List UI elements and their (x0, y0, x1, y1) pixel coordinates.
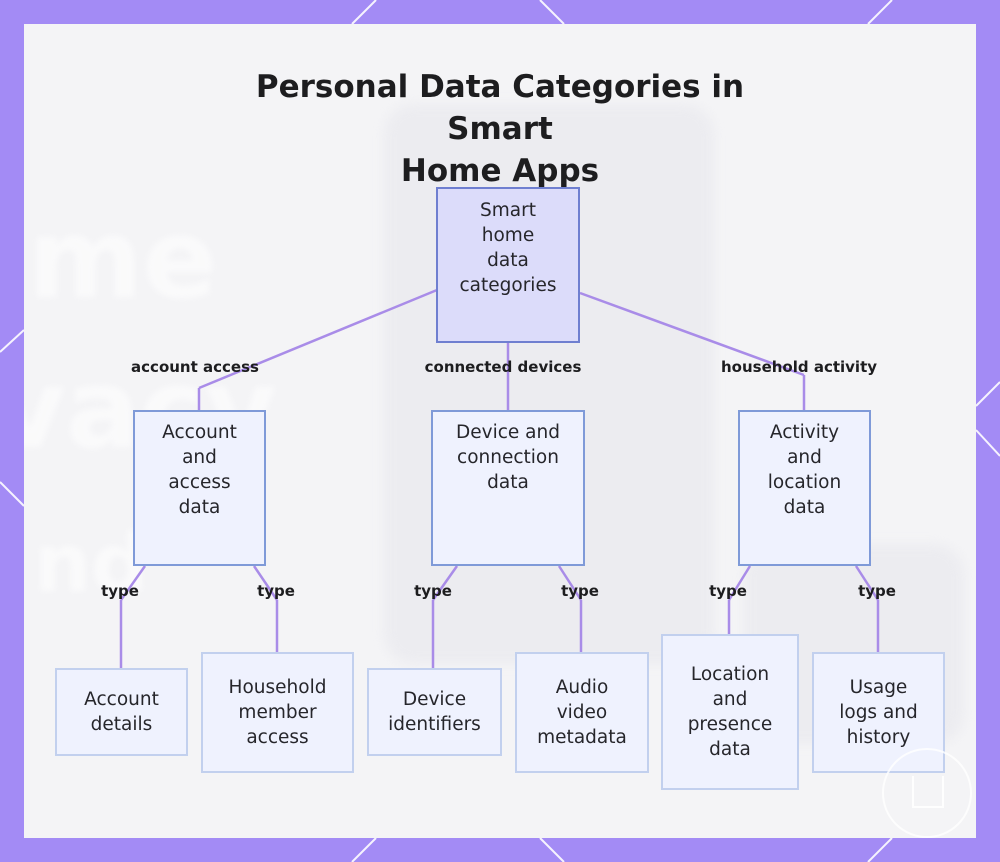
node-text-line: metadata (537, 727, 627, 748)
edge-label-type: type (561, 582, 599, 600)
edge-label-type: type (414, 582, 452, 600)
edge-device-audio (557, 565, 583, 601)
node-text-line: access (246, 727, 309, 748)
background-text: me (28, 195, 218, 323)
leaf-node-device-identifiers: Device identifiers (367, 668, 502, 756)
edge-activity-location (727, 565, 752, 601)
leaf-node-account-details: Account details (55, 668, 188, 756)
root-node: Smart home data categories (436, 187, 580, 343)
edge-account-household (252, 565, 279, 601)
house-lock-icon (882, 748, 972, 838)
edge-label-type: type (858, 582, 896, 600)
leaf-node-household-member-access: Household member access (201, 652, 354, 773)
leaf-node-audio-video-metadata: Audio video metadata (515, 652, 649, 773)
node-text-line: Account (162, 422, 237, 443)
node-text-line: Location (690, 664, 770, 685)
title-line: Personal Data Categories in Smart (255, 69, 745, 147)
title-line: Home Apps (400, 153, 600, 189)
node-text-line: Activity (769, 422, 840, 443)
edge-label-connected-devices: connected devices (424, 358, 582, 376)
node-text-line: video (556, 702, 608, 723)
node-text-line: member (238, 702, 317, 723)
node-text-line: home (481, 225, 535, 246)
node-text-line: and (712, 689, 748, 710)
node-text-line: Usage (849, 677, 908, 698)
node-text-line: Smart (480, 200, 536, 221)
node-text-line: access (168, 472, 231, 493)
node-text-line: and (182, 447, 217, 468)
edge-label-type: type (709, 582, 747, 600)
node-text-line: Device (402, 689, 467, 710)
node-text-line: details (90, 714, 153, 735)
node-text-line: categories (459, 275, 557, 296)
edge-activity-usage (854, 565, 880, 601)
node-text-line: and (787, 447, 822, 468)
node-text-line: data (487, 472, 529, 493)
diagram-title: Personal Data Categories in Smart Home A… (200, 66, 800, 192)
edge-root-activity (579, 291, 805, 377)
node-text-line: logs and (839, 702, 918, 723)
edge-label-account-access: account access (131, 358, 259, 376)
edge-account-details (119, 565, 147, 601)
node-text-line: presence (687, 714, 773, 735)
edge-device-identifiers (431, 565, 459, 601)
category-node-account: Account and access data (133, 410, 266, 566)
edge-label-type: type (101, 582, 139, 600)
leaf-node-location-presence-data: Location and presence data (661, 634, 799, 790)
node-text-line: Account (84, 689, 159, 710)
edge-label-type: type (257, 582, 295, 600)
node-text-line: identifiers (388, 714, 481, 735)
node-text-line: data (709, 739, 751, 760)
node-text-line: data (487, 250, 529, 271)
node-text-line: data (178, 497, 221, 518)
node-text-line: Audio (555, 677, 609, 698)
edge-label-household-activity: household activity (720, 358, 878, 376)
edge-root-account (198, 288, 438, 390)
node-text-line: location (767, 472, 842, 493)
node-text-line: Household (228, 677, 327, 698)
node-text-line: Device and (456, 422, 560, 443)
category-node-activity: Activity and location data (738, 410, 871, 566)
node-text-line: data (783, 497, 826, 518)
category-node-device: Device and connection data (431, 410, 585, 566)
node-text-line: history (846, 727, 911, 748)
node-text-line: connection (457, 447, 559, 468)
